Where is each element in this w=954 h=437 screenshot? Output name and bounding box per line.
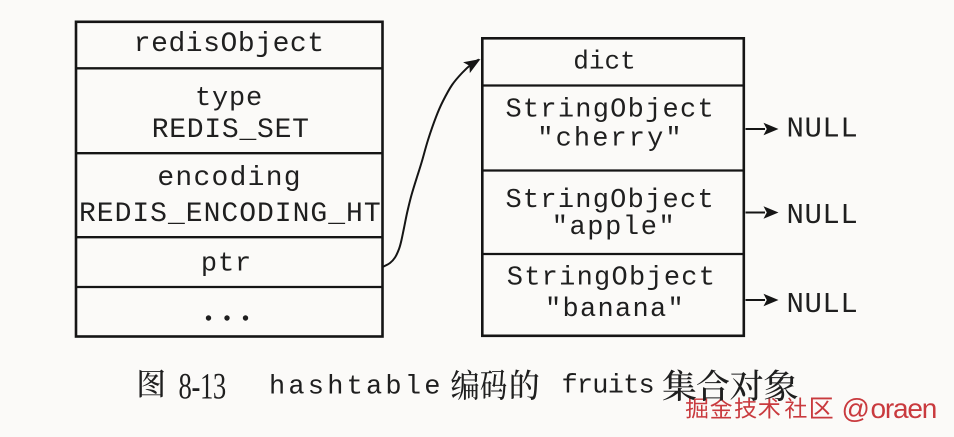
svg-text:type: type <box>195 84 263 114</box>
svg-text:ptr: ptr <box>201 250 252 280</box>
svg-text:StringObject: StringObject <box>505 186 714 216</box>
svg-text:"apple": "apple" <box>552 213 677 243</box>
svg-text:REDIS_ENCODING_HT: REDIS_ENCODING_HT <box>79 199 382 230</box>
svg-text:"banana": "banana" <box>545 295 685 325</box>
svg-text:oraen: oraen <box>871 393 937 424</box>
svg-text:NULL: NULL <box>787 113 859 146</box>
svg-text:"cherry": "cherry" <box>537 125 683 155</box>
svg-text:StringObject: StringObject <box>507 264 716 294</box>
svg-text:StringObject: StringObject <box>505 96 714 126</box>
svg-text:hashtable: hashtable <box>269 373 444 403</box>
svg-text:dict: dict <box>573 47 635 77</box>
svg-text:8-13: 8-13 <box>179 365 226 406</box>
svg-text:@: @ <box>842 393 870 424</box>
svg-text:fruits: fruits <box>562 372 654 402</box>
svg-text:encoding: encoding <box>157 163 301 194</box>
svg-text:redisObject: redisObject <box>134 29 325 60</box>
svg-text:NULL: NULL <box>787 199 859 232</box>
svg-text:NULL: NULL <box>787 288 859 321</box>
svg-text:REDIS_SET: REDIS_SET <box>152 115 310 146</box>
